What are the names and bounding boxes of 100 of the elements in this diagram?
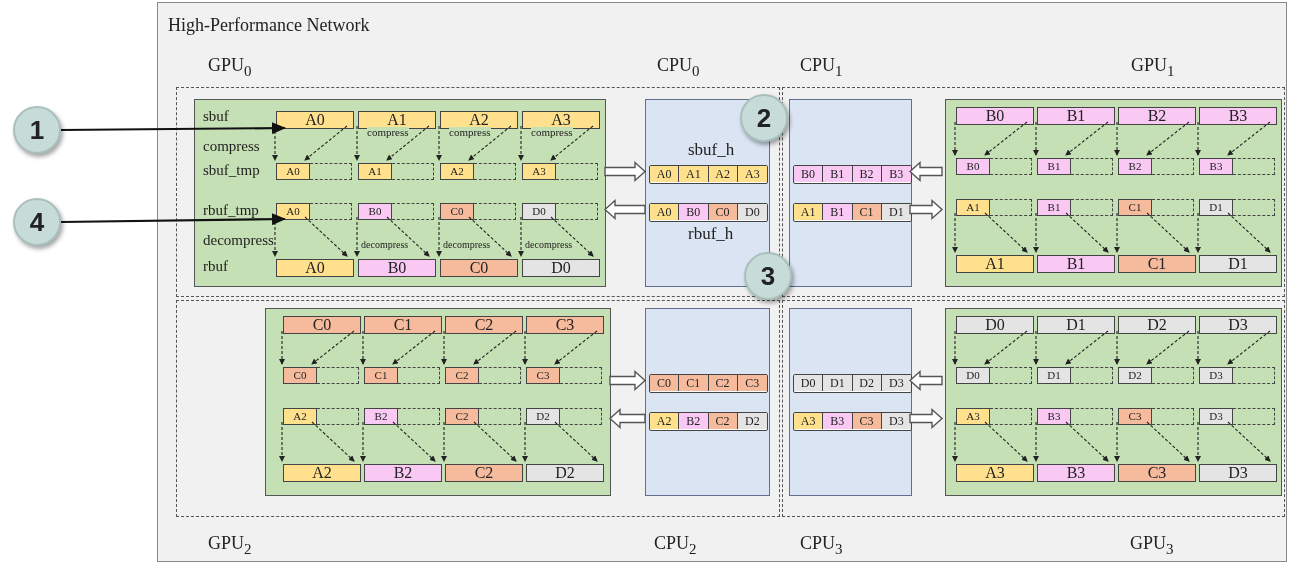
device-label: CPU$_{1}$ [800,55,843,80]
buffer-block: D1 [1037,316,1115,334]
buffer-block: B0 [956,107,1034,125]
host-buffer-row [793,412,912,431]
dashed-arrow [550,125,594,161]
buffer-block: D1 [1199,199,1233,216]
block-arrow [909,198,944,221]
step-label: decompress [361,240,409,250]
device-label: GPU$_{0}$ [208,55,252,80]
panel-title: High-Performance Network [168,15,370,36]
row-label: sbuf_tmp [203,162,260,179]
dashed-arrow [1033,330,1039,365]
dashed-arrow [952,330,958,365]
dashed-arrow [984,212,1028,253]
dashed-arrow [518,216,524,257]
device-label: GPU$_{1}$ [1131,55,1175,80]
dashed-arrow [1114,421,1120,462]
callout-number: 2 [740,94,788,142]
device-label: CPU$_{2}$ [654,533,697,558]
host-buffer-row [649,374,768,393]
buffer-block: C1 [1118,199,1152,216]
dashed-arrow [311,421,355,462]
callout-number: 4 [13,198,61,246]
dashed-arrow [436,125,442,161]
buffer-block: C1 [364,367,398,384]
buffer-block: B1 [1037,199,1071,216]
buffer-block: A3 [794,413,824,429]
buffer-block: C1 [364,316,442,334]
buffer-block: B0 [794,166,824,182]
buffer-block: C2 [708,413,738,429]
buffer-block: C2 [445,367,479,384]
dashed-arrow [1033,121,1039,156]
dashed-arrow [392,330,436,365]
dashed-arrow [522,421,528,462]
device-label: CPU$_{0}$ [657,55,700,80]
buffer-block: B3 [823,413,853,429]
dashed-arrow [441,330,447,365]
dashed-arrow [436,216,442,257]
dashed-arrow [354,216,360,257]
buffer-block: A2 [283,464,361,482]
buffer-block: B3 [1199,107,1277,125]
dashed-arrow [304,125,348,161]
buffer-block: B0 [358,203,392,220]
buffer-block: A3 [737,166,767,182]
dashed-arrow [550,216,594,257]
dashed-arrow [1114,212,1120,253]
dashed-arrow [1146,330,1190,365]
buffer-block: C3 [852,413,882,429]
buffer-block: A3 [956,408,990,425]
buffer-block: B2 [1118,158,1152,175]
buffer-block: D2 [526,408,560,425]
dashed-arrow [518,125,524,161]
buffer-block: D0 [522,203,556,220]
buffer-block: D2 [852,375,882,391]
dashed-arrow [386,216,430,257]
dashed-arrow [522,330,528,365]
buffer-block: B0 [956,158,990,175]
buffer-block: C0 [440,259,518,277]
dashed-arrow [1114,121,1120,156]
dashed-arrow [952,212,958,253]
buffer-block: C1 [679,375,709,391]
dashed-arrow [386,125,430,161]
buffer-block: B1 [1037,255,1115,273]
dashed-arrow [952,421,958,462]
buffer-block: C0 [283,367,317,384]
buffer-block: B0 [679,204,709,220]
buffer-block: A1 [679,166,709,182]
buffer-block: B2 [852,166,882,182]
buffer-block: C2 [708,375,738,391]
dashed-arrow [473,421,517,462]
dashed-arrow [984,121,1028,156]
buffer-block: C3 [1118,408,1152,425]
dashed-arrow [1227,212,1271,253]
buffer-block: D2 [737,413,767,429]
step-label: decompress [443,240,491,250]
buffer-block: C0 [650,375,680,391]
dashed-arrow [441,421,447,462]
dashed-arrow [952,121,958,156]
buffer-block: D3 [881,375,911,391]
buffer-label: rbuf_h [688,224,734,244]
block-arrow [909,407,944,430]
host-buffer-row [793,165,912,184]
device-label: GPU$_{2}$ [208,533,252,558]
buffer-block: D0 [737,204,767,220]
step-label: compress [449,127,491,138]
buffer-block: C3 [737,375,767,391]
dashed-arrow [1146,421,1190,462]
row-label: sbuf [203,108,229,125]
dashed-arrow [1146,121,1190,156]
dashed-arrow [1146,212,1190,253]
buffer-block: C2 [445,408,479,425]
buffer-block: B3 [1037,408,1071,425]
dashed-arrow [354,125,360,161]
row-label: rbuf_tmp [203,202,259,219]
dashed-arrow [1195,121,1201,156]
buffer-block: A0 [276,111,354,129]
dashed-arrow [1065,330,1109,365]
buffer-block: B3 [1199,158,1233,175]
dashed-arrow [279,421,285,462]
dashed-arrow [360,330,366,365]
